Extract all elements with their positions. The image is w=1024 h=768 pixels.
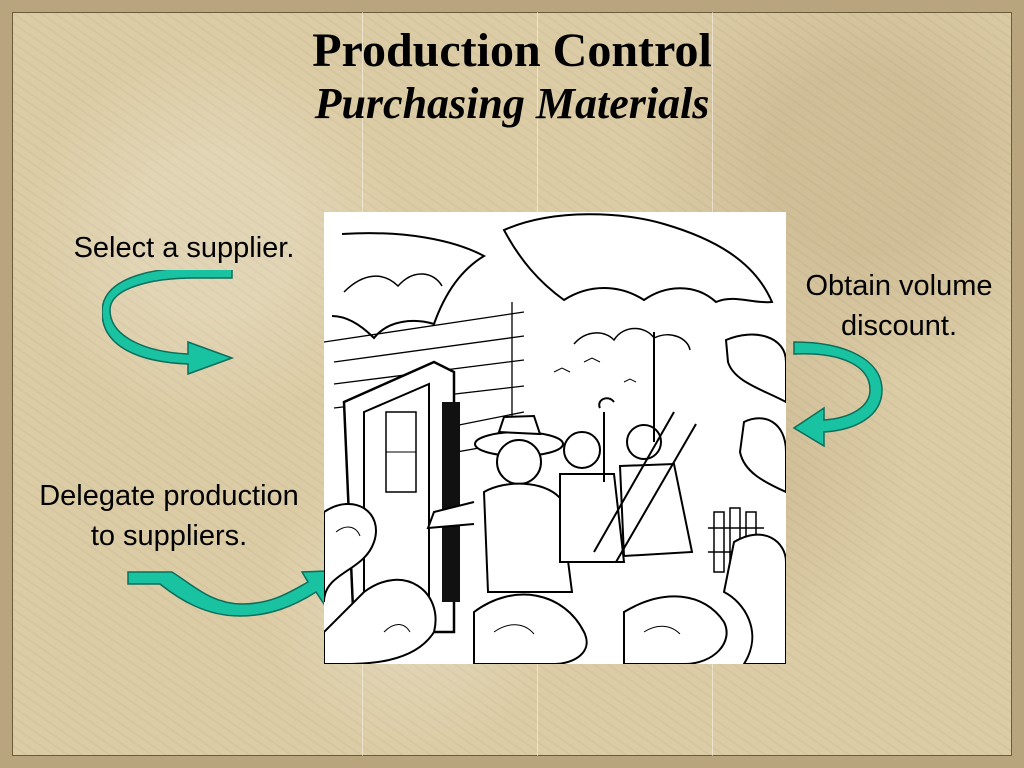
arrow-shape <box>102 270 235 376</box>
select-supplier-label: Select a supplier. <box>73 232 295 264</box>
curved-arrow-icon <box>102 270 235 376</box>
arrow-shape <box>127 569 356 617</box>
title: Production Control <box>312 24 712 77</box>
volume-discount-label: Obtain volume discount. <box>778 266 1020 346</box>
slide-title: Production Control Purchasing Materials <box>200 24 824 130</box>
delegate-production-label: Delegate production to suppliers. <box>14 476 324 556</box>
workers-illustration <box>324 212 786 664</box>
curved-arrow-icon <box>792 341 883 448</box>
delegate-line-2: to suppliers. <box>90 520 248 552</box>
arrow-shape <box>792 341 883 448</box>
volume-discount-line-2: discount. <box>840 310 958 342</box>
subtitle: Purchasing Materials <box>314 79 710 128</box>
delegate-line-1: Delegate production <box>39 480 299 512</box>
slide-border <box>12 12 1012 756</box>
illustration-image <box>324 212 786 664</box>
volume-discount-line-1: Obtain volume <box>805 270 993 302</box>
curved-arrow-icon <box>127 569 356 617</box>
